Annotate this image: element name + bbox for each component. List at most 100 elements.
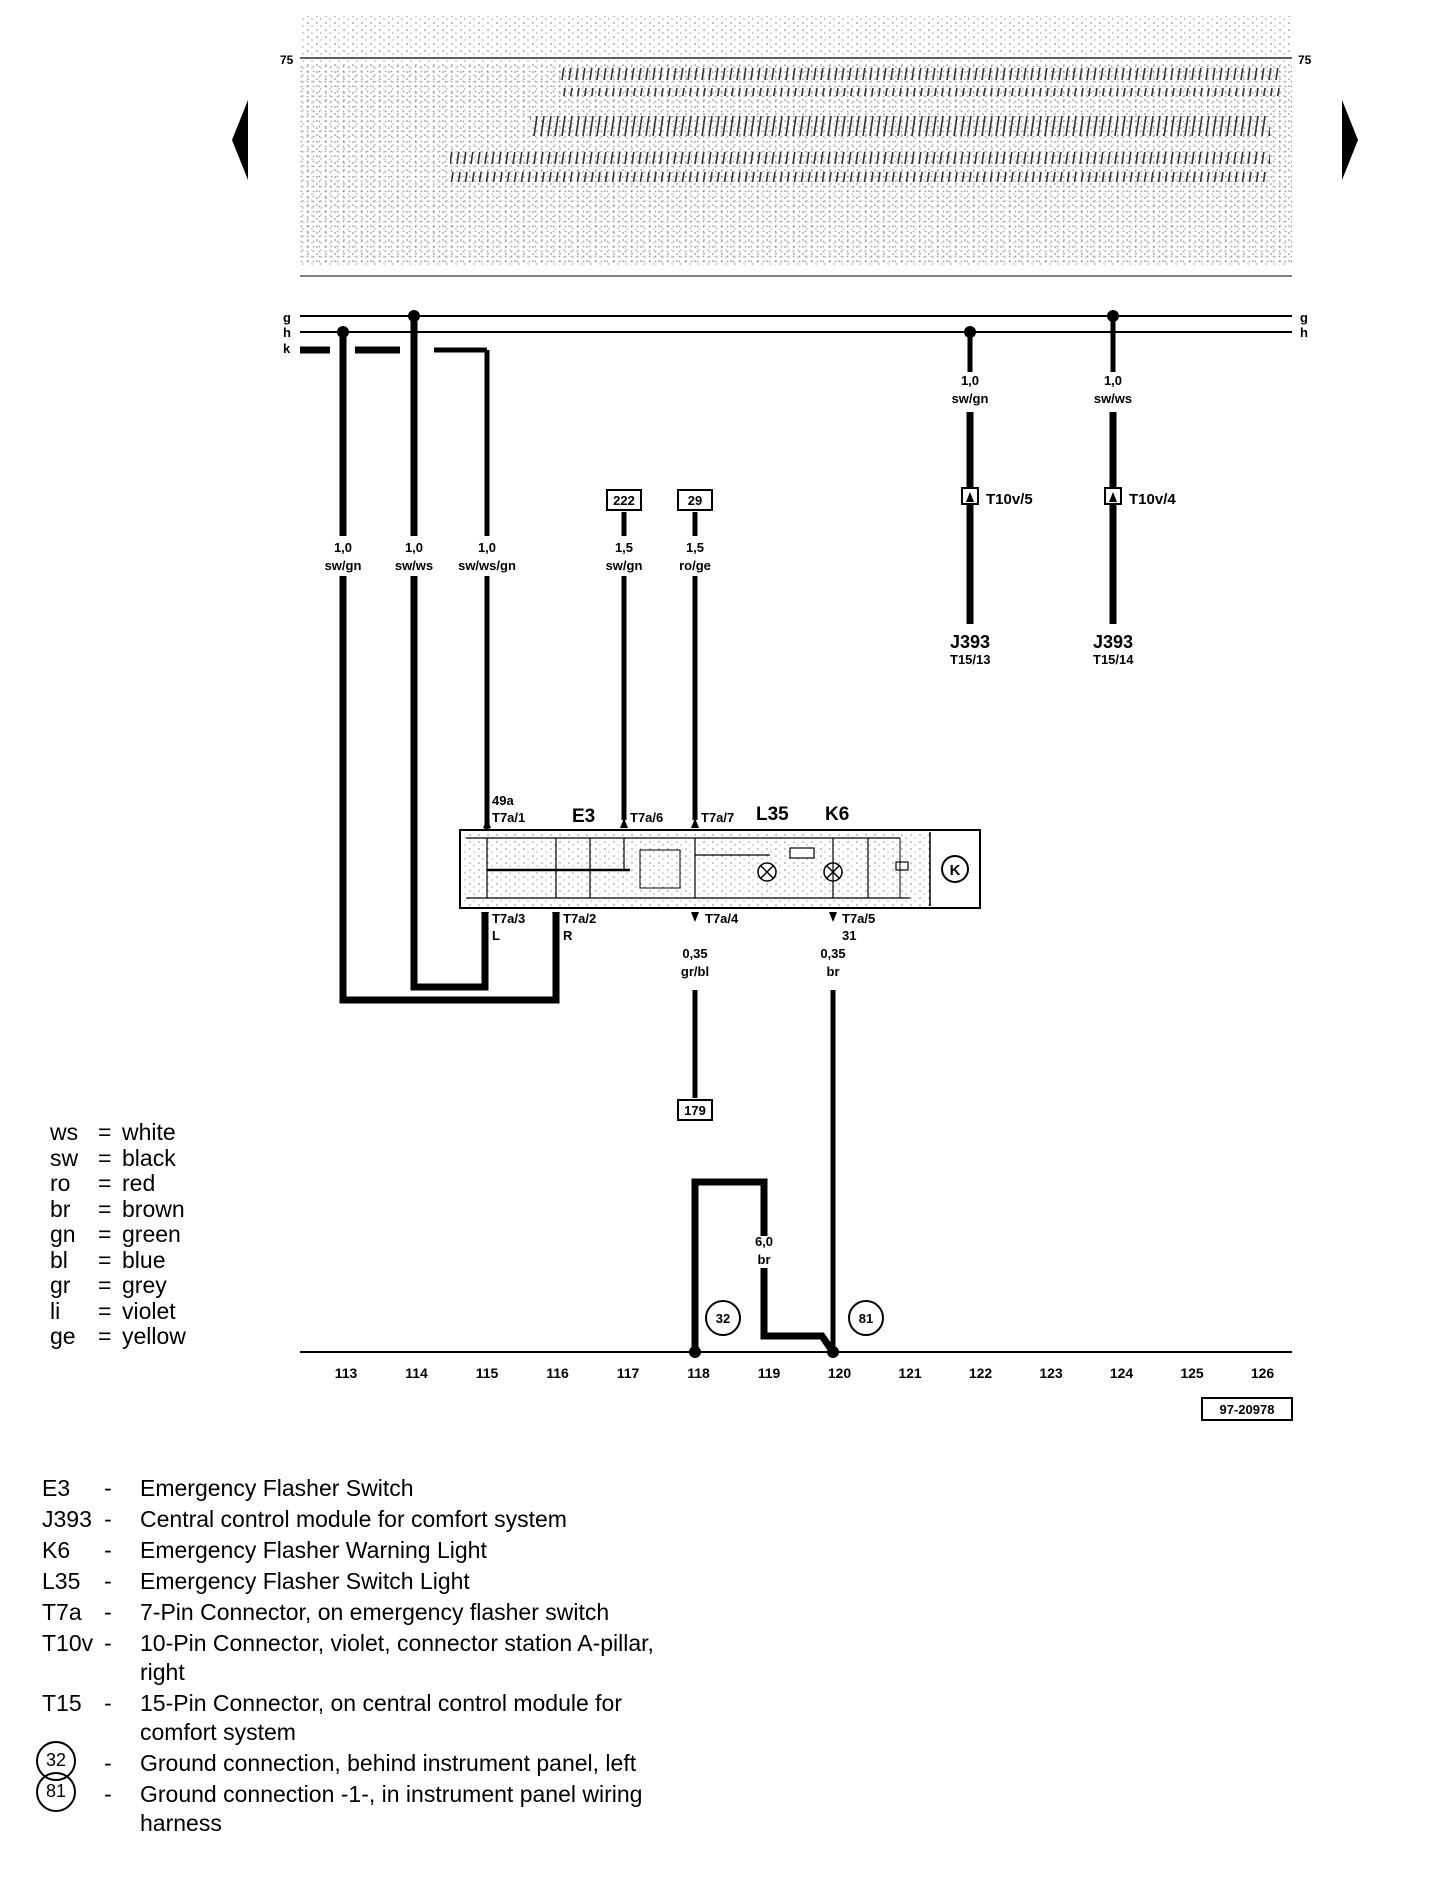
bus-g-right-label: g <box>1300 310 1308 325</box>
wire-size-label: 1,0 <box>1104 373 1122 388</box>
color-legend-row: ro=red <box>50 1170 186 1197</box>
equals-sign: = <box>98 1119 112 1145</box>
part-code: K6 <box>42 1537 71 1563</box>
emergency-flasher-switch-block[interactable]: K <box>459 829 981 909</box>
e3-label[interactable]: E3 <box>572 806 595 827</box>
ref-box-222[interactable] <box>606 489 642 511</box>
column-number: 114 <box>405 1365 428 1381</box>
ground-81-label: 81 <box>859 1311 873 1326</box>
part-description: Ground connection -1-, in instrument pan… <box>140 1781 643 1836</box>
parts-legend-item: 32-Ground connection, behind instrument … <box>36 1740 700 1781</box>
color-code: sw <box>50 1144 79 1171</box>
equals-sign: = <box>98 1297 112 1324</box>
parts-legend-item: T10v-10-Pin Connector, violet, connector… <box>42 1629 700 1687</box>
connector-t10v4-label[interactable]: T10v/4 <box>1129 491 1176 508</box>
ground-circle-icon: 81 <box>36 1771 76 1812</box>
color-name: brown <box>122 1195 185 1222</box>
j393-label[interactable]: J393 <box>1093 632 1133 652</box>
color-name: grey <box>122 1272 167 1298</box>
column-number: 124 <box>1110 1365 1134 1381</box>
connector-arrow-icon <box>1109 492 1117 502</box>
separator-dash: - <box>104 1750 112 1776</box>
color-code: gr <box>50 1272 71 1298</box>
separator-dash: - <box>104 1568 112 1594</box>
wiring-diagram: 75 75 g h k g h 1,0 sw/gn 1,0 sw/ws 1,0 … <box>232 16 1358 1421</box>
resistor-icon <box>789 847 815 859</box>
column-number: 117 <box>617 1365 640 1381</box>
pin-t7a1-label: T7a/1 <box>492 810 525 825</box>
equals-sign: = <box>98 1221 112 1247</box>
equals-sign: = <box>98 1144 112 1171</box>
equals-sign: = <box>98 1272 112 1298</box>
connector-arrow-icon <box>966 492 974 502</box>
part-code: 81 <box>36 1771 104 1812</box>
separator-dash: - <box>104 1506 112 1532</box>
ref-box-179[interactable] <box>677 1099 713 1121</box>
pin-r-label: R <box>563 928 573 943</box>
color-legend-row: gr = grey <box>50 1272 186 1299</box>
k6-label[interactable]: K6 <box>825 804 849 825</box>
part-code: T7a <box>42 1599 82 1625</box>
wire-color-label: ro/ge <box>679 558 711 573</box>
color-legend-row: ge=yellow <box>50 1323 186 1350</box>
column-number: 115 <box>476 1365 499 1381</box>
color-code: ws <box>50 1119 79 1145</box>
bus-h-right-label: h <box>1300 325 1308 340</box>
column-number: 125 <box>1180 1365 1204 1381</box>
l35-label[interactable]: L35 <box>756 804 789 825</box>
ground-81-icon[interactable] <box>848 1300 884 1336</box>
parts-legend-item: T7a-7-Pin Connector, on emergency flashe… <box>42 1598 700 1627</box>
ground-32-icon[interactable] <box>705 1300 741 1336</box>
pin-arrow-icon <box>483 818 491 828</box>
part-description: 10-Pin Connector, violet, connector stat… <box>140 1630 654 1685</box>
separator-dash: - <box>104 1690 112 1716</box>
wire-size-label: 0,35 <box>820 946 845 961</box>
pin-t7a4-label: T7a/4 <box>705 911 739 926</box>
wire-sw-gn-loop <box>339 332 560 1004</box>
prev-page-arrow-icon[interactable] <box>232 100 248 180</box>
part-code: T15 <box>42 1690 82 1716</box>
junction-dot <box>689 1346 701 1358</box>
ref-box-179-label: 179 <box>684 1103 706 1118</box>
separator-dash: - <box>104 1537 112 1563</box>
column-number: 119 <box>758 1365 781 1381</box>
wire-size-label: 1,5 <box>615 540 633 555</box>
j393-label[interactable]: J393 <box>950 632 990 652</box>
junction-dot <box>827 1346 839 1358</box>
parts-legend-item: E3-Emergency Flasher Switch <box>42 1474 700 1503</box>
next-page-arrow-icon[interactable] <box>1342 100 1358 180</box>
ref-box-29[interactable] <box>677 489 713 511</box>
wire-size-label: 1,0 <box>405 540 423 555</box>
parts-legend-item: 81-Ground connection -1-, in instrument … <box>36 1771 700 1838</box>
t15-13-label: T15/13 <box>950 652 990 667</box>
color-code: bl <box>50 1246 68 1273</box>
column-number: 120 <box>828 1365 852 1381</box>
ground-32-label: 32 <box>716 1311 730 1326</box>
pin-arrow-icon <box>620 818 628 828</box>
parts-legend-item: J393-Central control module for comfort … <box>42 1505 700 1534</box>
color-name: yellow <box>122 1323 186 1349</box>
part-description: Ground connection, behind instrument pan… <box>140 1750 637 1776</box>
part-code: L35 <box>42 1568 81 1594</box>
connector-t10v5-label[interactable]: T10v/5 <box>986 491 1033 508</box>
equals-sign: = <box>98 1170 112 1196</box>
color-legend-row: ws=white <box>50 1119 186 1146</box>
pin-t7a6-label: T7a/6 <box>630 810 663 825</box>
wire-br-ground-loop <box>691 1178 768 1352</box>
column-number: 122 <box>969 1365 993 1381</box>
bus-g-left-label: g <box>283 310 291 325</box>
wire-color-label: sw/ws/gn <box>458 558 516 573</box>
pin-arrow-icon <box>691 818 699 828</box>
pin-t7a3-label: T7a/3 <box>492 911 525 926</box>
wire-color-label: sw/gn <box>606 558 643 573</box>
part-code: E3 <box>42 1475 71 1501</box>
wire-size-label: 1,0 <box>334 540 352 555</box>
part-description: 7-Pin Connector, on emergency flasher sw… <box>140 1599 610 1625</box>
part-description: Central control module for comfort syste… <box>140 1506 567 1532</box>
color-code: ge <box>50 1323 76 1349</box>
color-code: ro <box>50 1170 71 1196</box>
ref-box-29-label: 29 <box>688 493 702 508</box>
pin-t7a2-label: T7a/2 <box>563 911 596 926</box>
color-code: gn <box>50 1221 76 1247</box>
equals-sign: = <box>98 1195 112 1222</box>
